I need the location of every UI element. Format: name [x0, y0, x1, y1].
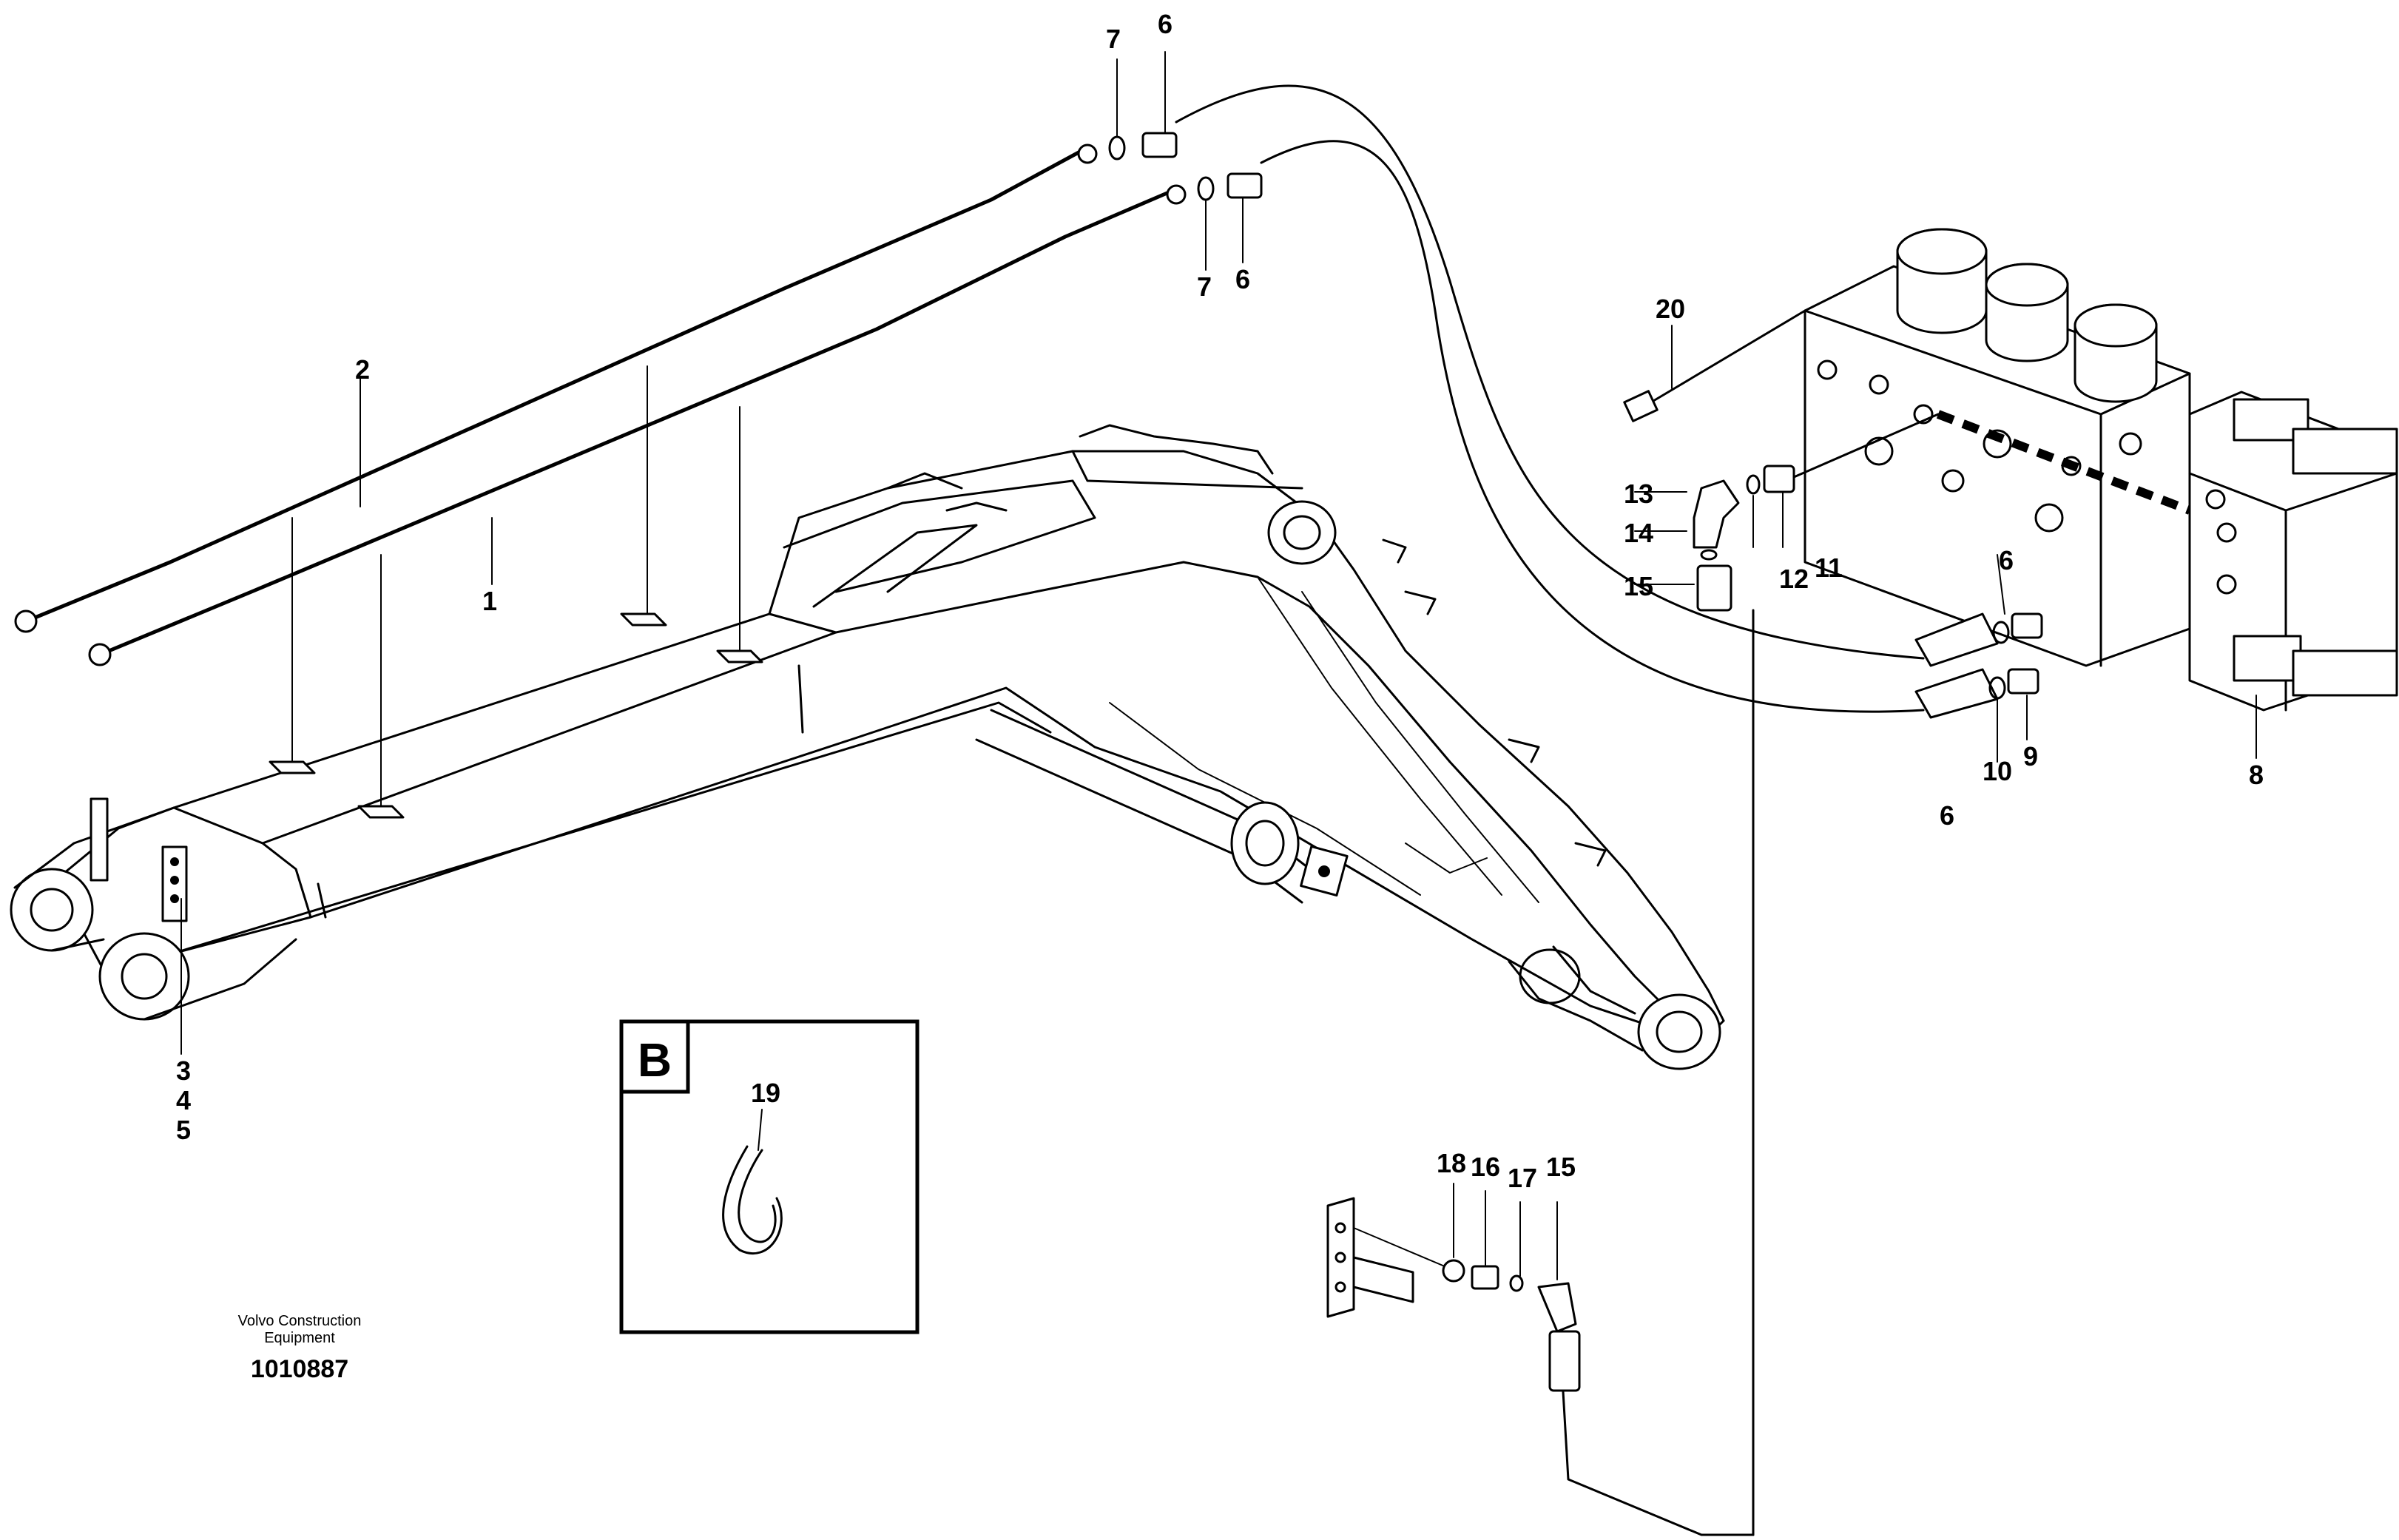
callout-18: 18 [1437, 1148, 1466, 1178]
callout-7-lower: 7 [1197, 271, 1212, 302]
callout-3: 3 [176, 1056, 191, 1086]
callout-20: 20 [1656, 294, 1685, 324]
valve-fittings [1634, 413, 2043, 763]
callout-14: 14 [1624, 518, 1653, 548]
callout-15-upper: 15 [1624, 571, 1653, 601]
control-valve-block [1623, 228, 2398, 759]
callout-6-top-right: 6 [1158, 9, 1172, 39]
callout-15-lower: 15 [1546, 1152, 1576, 1182]
callout-8: 8 [2249, 760, 2264, 790]
callout-10: 10 [1983, 756, 2012, 786]
callout-19: 19 [751, 1078, 780, 1108]
company-line-1: Volvo Construction [238, 1313, 362, 1329]
drawing-number: 1010887 [251, 1355, 348, 1383]
detail-box-label: B [638, 1033, 672, 1087]
callout-1: 1 [482, 586, 497, 616]
lower-fitting-assembly [1326, 1183, 1581, 1392]
callout-2: 2 [355, 354, 370, 385]
callout-11: 11 [1815, 553, 1843, 583]
boom-assembly [10, 424, 1725, 1070]
callout-6-valve-lower: 6 [1940, 800, 1954, 831]
callout-labels: 1 2 3 4 5 6 7 7 6 6 6 8 9 10 11 12 13 14… [176, 9, 2264, 1193]
company-line-2: Equipment [264, 1330, 335, 1346]
pipe-1-end-nut [88, 643, 112, 666]
callout-12: 12 [1779, 564, 1809, 594]
hydraulic-hoses [1175, 84, 1925, 1536]
callout-17: 17 [1508, 1163, 1537, 1193]
callout-13: 13 [1624, 479, 1653, 509]
callout-6-valve-upper: 6 [1999, 545, 2014, 575]
callout-7-top-left: 7 [1106, 24, 1121, 54]
pipe-end-fittings [1077, 51, 1263, 271]
pipe-2-end-nut [14, 609, 38, 633]
callout-16: 16 [1471, 1152, 1500, 1182]
footer: Volvo Construction Equipment 1010887 [238, 1313, 362, 1383]
callout-6-lower: 6 [1235, 264, 1250, 294]
callout-5: 5 [176, 1115, 191, 1145]
callout-9: 9 [2023, 741, 2038, 771]
detail-box-b: B [619, 1019, 920, 1334]
steel-pipes [14, 149, 1171, 807]
callout-4: 4 [176, 1085, 191, 1115]
